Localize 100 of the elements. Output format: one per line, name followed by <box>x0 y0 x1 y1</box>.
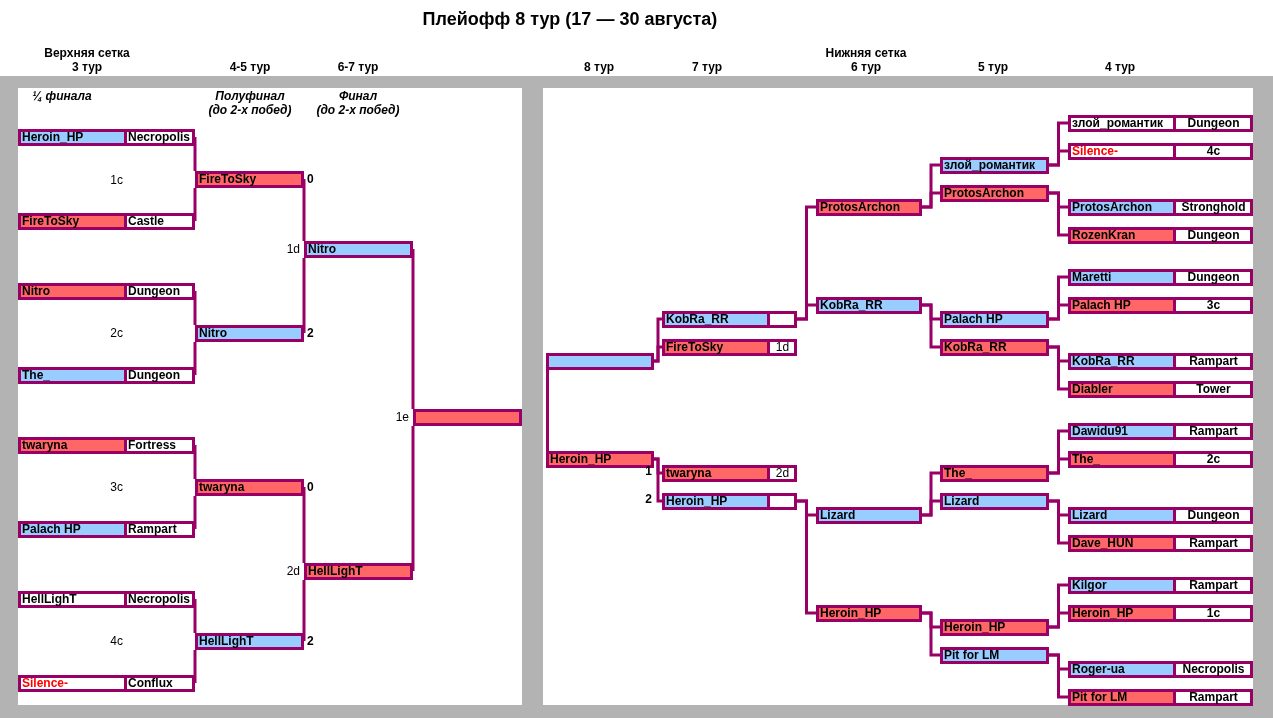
bracket-line <box>302 487 306 563</box>
player-name: Nitro <box>21 286 127 297</box>
score-label: 2 <box>307 634 314 648</box>
bracket-line <box>193 291 197 325</box>
faction-label: 1c <box>1205 608 1222 619</box>
bracket-line <box>193 445 197 479</box>
player-slot <box>18 521 195 538</box>
bracket-line <box>193 137 197 171</box>
round-heading: 6 тур <box>850 60 882 74</box>
stage-heading: ¼ финала <box>31 89 93 103</box>
player-name: Lizard <box>819 510 919 521</box>
player-name: The_ <box>943 468 1046 479</box>
bracket-line <box>1049 499 1068 545</box>
bracket-line <box>654 345 662 363</box>
bracket-line <box>1049 303 1068 321</box>
player-name: FireToSky <box>665 342 770 353</box>
bracket-line <box>797 499 816 615</box>
player-name: Nitro <box>198 328 301 339</box>
player-slot <box>1068 353 1253 370</box>
player-name: ProtosArchon <box>943 188 1046 199</box>
player-slot <box>18 367 195 384</box>
player-name: KobRa_RR <box>665 314 770 325</box>
player-name: Lizard <box>1071 510 1176 521</box>
faction-label: Dungeon <box>1186 272 1241 283</box>
player-slot <box>1068 605 1253 622</box>
bracket-heading: Нижняя сетка <box>824 46 908 60</box>
player-name: KobRa_RR <box>1071 356 1176 367</box>
round-heading: 6-7 тур <box>336 60 380 74</box>
player-name: Kilgor <box>1071 580 1176 591</box>
round-heading: 4 тур <box>1104 60 1136 74</box>
player-slot <box>1068 661 1253 678</box>
player-name: KobRa_RR <box>819 300 919 311</box>
bracket-line <box>922 191 940 209</box>
faction-label: Rampart <box>127 524 178 535</box>
empty-slot <box>413 409 522 426</box>
bracket-line <box>1049 611 1068 629</box>
bracket-line <box>546 370 549 451</box>
player-slot <box>662 493 797 510</box>
player-name: Pit for LM <box>1071 692 1176 703</box>
round-heading: 4-5 тур <box>228 60 272 74</box>
bracket-line <box>922 611 940 657</box>
player-name: Pit for LM <box>943 650 1046 661</box>
seed-code: 1d <box>774 342 791 353</box>
player-slot <box>1068 199 1253 216</box>
player-slot <box>1068 227 1253 244</box>
faction-label: Dungeon <box>1186 230 1241 241</box>
player-name: Maretti <box>1071 272 1176 283</box>
faction-label: Dungeon <box>127 286 181 297</box>
score-label: 0 <box>307 480 314 494</box>
player-name: twaryna <box>665 468 770 479</box>
player-name: Heroin_HP <box>21 132 127 143</box>
faction-label: Necropolis <box>1181 664 1246 675</box>
player-slot <box>18 283 195 300</box>
player-name: Dawidu91 <box>1071 426 1176 437</box>
bracket-line <box>922 499 940 517</box>
player-name: The_ <box>21 370 127 381</box>
bracket-line <box>1049 345 1068 391</box>
faction-label: Rampart <box>1188 692 1239 703</box>
faction-label: Necropolis <box>127 132 191 143</box>
round-heading: 7 тур <box>691 60 723 74</box>
bracket-line <box>193 650 197 683</box>
match-code: 1c <box>109 173 123 187</box>
player-name: HellLighT <box>21 594 127 605</box>
player-name: HellLighT <box>198 636 301 647</box>
player-slot <box>1068 143 1253 160</box>
bracket-line <box>411 249 415 409</box>
player-slot <box>662 465 797 482</box>
player-slot <box>18 129 195 146</box>
bracket-line <box>193 496 197 529</box>
player-slot <box>18 213 195 230</box>
bracket-line <box>654 457 662 503</box>
player-name: Dave_HUN <box>1071 538 1176 549</box>
player-name: RozenKran <box>1071 230 1176 241</box>
score-label: 2 <box>307 326 314 340</box>
player-slot <box>1068 297 1253 314</box>
player-slot <box>18 437 195 454</box>
faction-label: Tower <box>1195 384 1232 395</box>
player-name: Heroin_HP <box>665 496 770 507</box>
round-heading: 3 тур <box>71 60 103 74</box>
faction-label: Rampart <box>1188 538 1239 549</box>
title: Плейофф 8 тур (17 — 30 августа) <box>421 8 719 30</box>
round-heading: 8 тур <box>583 60 615 74</box>
score-label: 1 <box>644 466 652 477</box>
player-slot <box>1068 689 1253 706</box>
player-slot <box>662 311 797 328</box>
faction-label: Stronghold <box>1180 202 1247 213</box>
faction-label: 2c <box>1205 454 1222 465</box>
player-slot <box>1068 269 1253 286</box>
faction-label: Fortress <box>127 440 178 451</box>
player-name: Heroin_HP <box>943 622 1046 633</box>
faction-label: 4c <box>1205 146 1222 157</box>
bracket-line <box>1049 149 1068 167</box>
player-slot <box>1068 423 1253 440</box>
player-name: HellLighT <box>307 566 410 577</box>
player-slot <box>1068 535 1253 552</box>
stage-heading: Финал (до 2-х побед) <box>315 89 401 117</box>
player-name: twaryna <box>21 440 127 451</box>
faction-label: Conflux <box>127 678 174 689</box>
player-name: Lizard <box>943 496 1046 507</box>
faction-label: Rampart <box>1188 356 1239 367</box>
